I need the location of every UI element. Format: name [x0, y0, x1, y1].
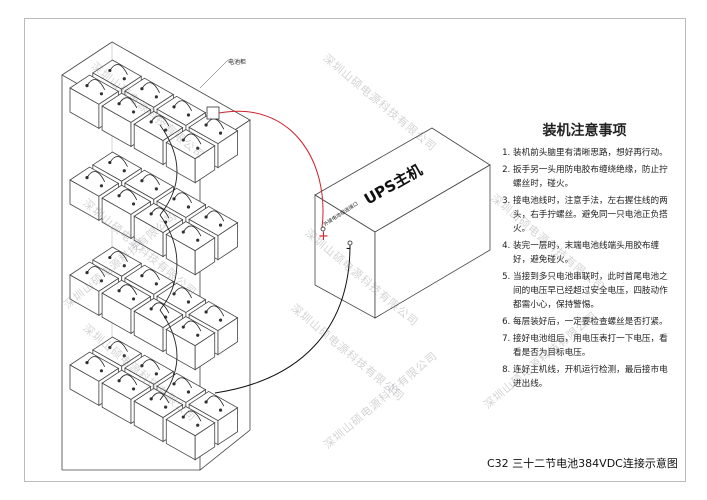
terminal-icon	[154, 282, 158, 286]
battery-link-cable	[173, 287, 193, 299]
terminal-icon	[154, 95, 158, 99]
terminal-icon	[186, 300, 191, 304]
battery-link-cable	[86, 266, 106, 277]
battery-link-cable	[118, 189, 138, 201]
positive-terminal: +	[318, 229, 329, 244]
note-item: 装机前头脑里有清晰思路，想好再行动。	[513, 146, 672, 160]
battery-link-cable	[205, 210, 225, 222]
terminal-icon	[218, 131, 223, 135]
terminal-icon	[196, 146, 200, 150]
battery-link-cable	[86, 171, 106, 182]
terminal-icon	[164, 128, 168, 132]
battery-link-cable	[182, 410, 202, 422]
terminal-icon	[164, 405, 168, 409]
battery-side	[217, 317, 238, 356]
terminal-icon	[154, 187, 158, 191]
battery-side	[194, 237, 216, 276]
battery-link-cable	[150, 207, 170, 219]
breaker-icon	[206, 106, 220, 120]
battery-side	[194, 332, 216, 371]
battery-link-cable	[86, 356, 106, 367]
terminal-icon	[122, 354, 126, 358]
ups-side	[374, 164, 491, 319]
battery-link-cable	[150, 302, 170, 314]
terminal-icon	[186, 113, 191, 117]
terminal-icon	[186, 390, 191, 394]
battery-link-cable	[150, 115, 170, 127]
label-leader	[199, 59, 229, 89]
battery-link-cable	[173, 192, 193, 204]
terminal-icon	[99, 369, 104, 373]
terminal-icon	[218, 408, 223, 412]
tier-cable	[159, 309, 178, 401]
battery-link-cable	[141, 82, 160, 94]
terminal-icon	[122, 264, 126, 268]
cabinet-label: 电池柜	[228, 59, 247, 66]
tier-cable	[159, 124, 178, 216]
battery-link-cable	[141, 174, 160, 186]
battery-side	[194, 422, 216, 461]
note-item: 接电池线时，注意手法，左右握住线的两头，右手拧螺丝。避免同一只电池正负搭火。	[513, 194, 672, 236]
terminal-icon	[196, 333, 200, 337]
battery-link-cable	[205, 305, 225, 317]
installation-notes: 装机注意事项 装机前头脑里有清晰思路，想好再行动。 扳手另一头用防电胶布缠绕绝缘…	[497, 124, 672, 394]
terminal-icon	[99, 184, 104, 188]
tier-cable	[159, 214, 178, 311]
terminal-icon	[218, 223, 223, 227]
negative-terminal: -	[346, 241, 351, 256]
battery-link-cable	[182, 225, 202, 237]
battery-link-cable	[109, 341, 128, 352]
battery-link-cable	[118, 97, 138, 109]
terminal-icon	[122, 77, 126, 81]
battery-side	[217, 222, 238, 261]
diagram-caption: C32 三十二节电池384VDC连接示意图	[487, 457, 678, 470]
battery-link-cable	[150, 392, 170, 404]
positive-wire	[218, 110, 324, 229]
battery-link-cable	[109, 156, 128, 167]
battery-link-cable	[182, 133, 202, 145]
battery-link-cable	[173, 100, 193, 112]
battery-link-cable	[141, 269, 160, 281]
note-item: 当接到多只电池串联时，此时首尾电池之间的电压早已经超过安全电压，四肢动作都需小心…	[513, 270, 672, 312]
page-border	[24, 18, 686, 482]
terminal-icon	[131, 202, 136, 206]
battery-link-cable	[141, 359, 160, 371]
negative-wire	[214, 244, 351, 394]
battery-link-cable	[86, 79, 106, 90]
terminal-icon	[347, 240, 353, 246]
terminal-icon	[186, 205, 191, 209]
terminal-icon	[196, 423, 200, 427]
terminal-icon	[218, 318, 223, 322]
battery-side	[217, 407, 238, 446]
terminal-icon	[131, 297, 136, 301]
terminal-icon	[99, 92, 104, 96]
battery-link-cable	[182, 320, 202, 332]
terminal-icon	[131, 387, 136, 391]
note-item: 装完一层时，末端电池线端头用胶布缠好，避免碰火。	[513, 239, 672, 267]
battery-link-cable	[109, 64, 128, 75]
terminal-icon	[154, 372, 158, 376]
battery-link-cable	[118, 284, 138, 296]
battery-side	[194, 145, 216, 184]
terminal-icon	[196, 238, 200, 242]
terminal-icon	[131, 110, 136, 114]
battery-link-cable	[173, 377, 193, 389]
note-item: 接好电池组后，用电压表打一下电压，看看是否为目标电压。	[513, 332, 672, 360]
terminal-icon	[320, 226, 326, 232]
battery-side	[217, 130, 238, 169]
battery-link-cable	[205, 395, 225, 407]
note-item: 连好主机线，开机运行检测，最后接市电进出线。	[513, 363, 672, 391]
battery-link-cable	[118, 374, 138, 386]
terminal-icon	[99, 279, 104, 283]
note-item: 每层装好后，一定要检查螺丝是否打紧。	[513, 315, 672, 329]
note-item: 扳手另一头用防电胶布缠绕绝缘，防止拧螺丝时，碰火。	[513, 163, 672, 191]
notes-title: 装机注意事项	[542, 123, 627, 139]
battery-link-cable	[109, 251, 128, 262]
terminal-icon	[122, 169, 126, 173]
